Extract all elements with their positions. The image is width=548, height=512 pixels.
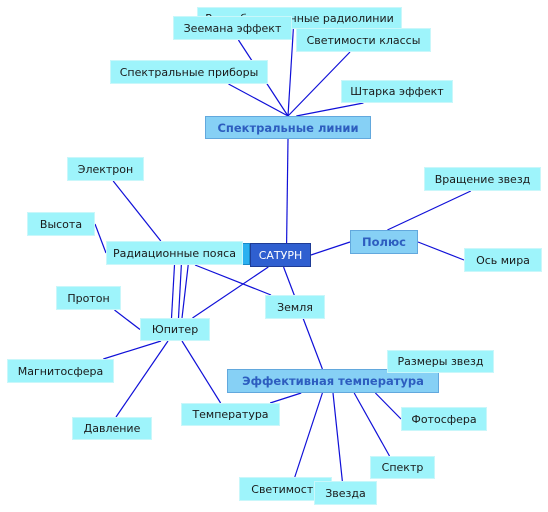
- connector-root-pole: [310, 241, 351, 256]
- node-root[interactable]: САТУРН: [250, 243, 311, 267]
- node-electron[interactable]: Электрон: [67, 157, 144, 181]
- connector-radbelt-jupiter: [170, 264, 176, 319]
- node-photosphere[interactable]: Фотосфера: [401, 407, 487, 431]
- node-zeeman-effect[interactable]: Зеемана эффект: [173, 16, 292, 40]
- connector-spectral-recomb: [287, 28, 294, 117]
- connector-radbelt-height: [94, 223, 107, 254]
- node-earth[interactable]: Земля: [265, 295, 325, 319]
- node-star-sizes[interactable]: Размеры звезд: [387, 350, 494, 373]
- node-luminosity-classes[interactable]: Светимости классы: [296, 28, 431, 52]
- connector-jupiter-pressure: [115, 340, 169, 418]
- connector-spectral-root: [286, 138, 289, 244]
- connector-spectral-specinst: [228, 83, 289, 117]
- node-height[interactable]: Высота: [27, 212, 95, 236]
- connector-jupiter-proton: [114, 309, 141, 330]
- root-marker-icon: [242, 243, 250, 265]
- connector-efftemp-temperature: [269, 392, 302, 404]
- connector-spectral-lumclass: [287, 51, 351, 117]
- connector-radbelt-jupiter: [181, 264, 189, 319]
- node-star[interactable]: Звезда: [314, 481, 377, 505]
- node-jupiter[interactable]: Юпитер: [140, 318, 210, 341]
- node-magnetosphere[interactable]: Магнитосфера: [7, 359, 114, 383]
- connector-jupiter-temperature: [181, 340, 222, 404]
- node-radiation-belts[interactable]: Радиационные пояса: [106, 241, 243, 265]
- node-pole[interactable]: Полюс: [350, 230, 418, 254]
- connector-spectral-stark: [296, 102, 364, 117]
- connector-radbelt-earth: [194, 264, 272, 296]
- node-stark-effect[interactable]: Штарка эффект: [341, 80, 453, 103]
- node-spectral-lines[interactable]: Спектральные линии: [205, 116, 371, 139]
- node-pressure[interactable]: Давление: [72, 417, 152, 440]
- node-spectrum[interactable]: Спектр: [370, 456, 435, 479]
- node-temperature[interactable]: Температура: [181, 403, 280, 426]
- connector-jupiter-magnet: [103, 340, 162, 360]
- connector-efftemp-spectrum: [353, 392, 391, 457]
- connector-pole-axis: [417, 241, 465, 261]
- node-spectral-instruments[interactable]: Спектральные приборы: [110, 60, 268, 84]
- node-proton[interactable]: Протон: [56, 286, 121, 310]
- node-effective-temperature[interactable]: Эффективная температура: [227, 369, 439, 393]
- node-star-rotation[interactable]: Вращение звезд: [424, 167, 541, 191]
- node-world-axis[interactable]: Ось мира: [464, 248, 542, 272]
- connector-efftemp-luminosity: [294, 392, 323, 478]
- connector-efftemp-star: [332, 392, 343, 482]
- connector-radbelt-jupiter: [177, 264, 182, 319]
- connector-efftemp-photosphere: [374, 392, 402, 420]
- connector-root-jupiter: [192, 266, 269, 319]
- connector-radbelt-electron: [112, 180, 162, 242]
- connector-pole-rotation: [387, 190, 472, 231]
